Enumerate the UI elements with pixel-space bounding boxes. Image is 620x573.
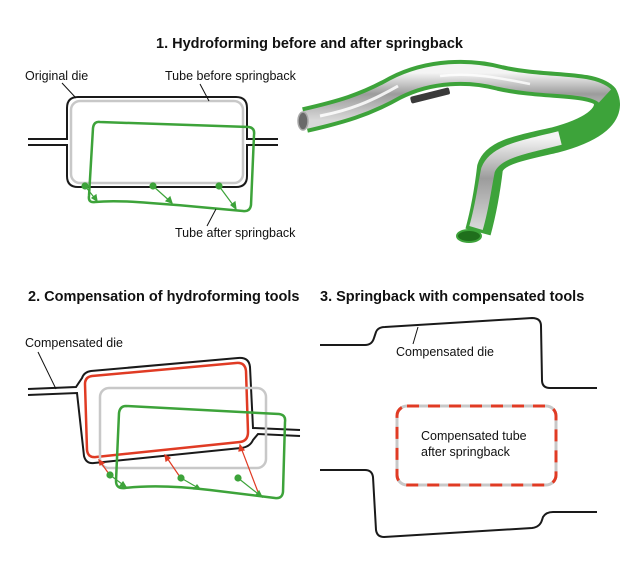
compensated-die-3-top [320,316,597,389]
leader-original-die [61,82,77,99]
tube-after-springback [87,120,256,213]
section-1-title: 1. Hydroforming before and after springb… [156,36,464,52]
section-2-title: 2. Compensation of hydroforming tools [28,289,299,305]
leader-compensated-die-3 [412,326,419,345]
tube-before-springback [69,99,245,185]
tube-before-springback-2 [98,386,268,470]
label-compensated-tube-line1: Compensated tube [421,429,527,443]
section-3-title: 3. Springback with compensated tools [320,289,584,305]
hydroformed-part-illustration [297,59,620,243]
section-3: 3. Springback with compensated tools Com… [320,289,597,539]
leader-tube-before [199,83,210,102]
label-tube-after: Tube after springback [175,226,296,240]
label-compensated-die-3: Compensated die [396,345,494,359]
compensated-die-3-bottom [320,469,597,539]
section-1: 1. Hydroforming before and after springb… [25,36,620,243]
label-original-die: Original die [25,69,88,83]
leader-tube-after [206,208,217,227]
section-2: 2. Compensation of hydroforming tools [25,289,301,500]
tube-after-springback-2 [114,404,287,500]
compensation-arrows [98,443,264,499]
compensated-die-2 [27,356,301,465]
label-compensated-tube-line2: after springback [421,445,511,459]
springback-arrows-1 [81,182,237,211]
label-tube-before: Tube before springback [165,69,297,83]
label-compensated-die-2: Compensated die [25,336,123,350]
compensated-tube-2 [83,361,250,459]
leader-compensated-die-2 [37,351,57,390]
original-die [28,96,278,188]
compensated-tube-3 [395,404,558,487]
